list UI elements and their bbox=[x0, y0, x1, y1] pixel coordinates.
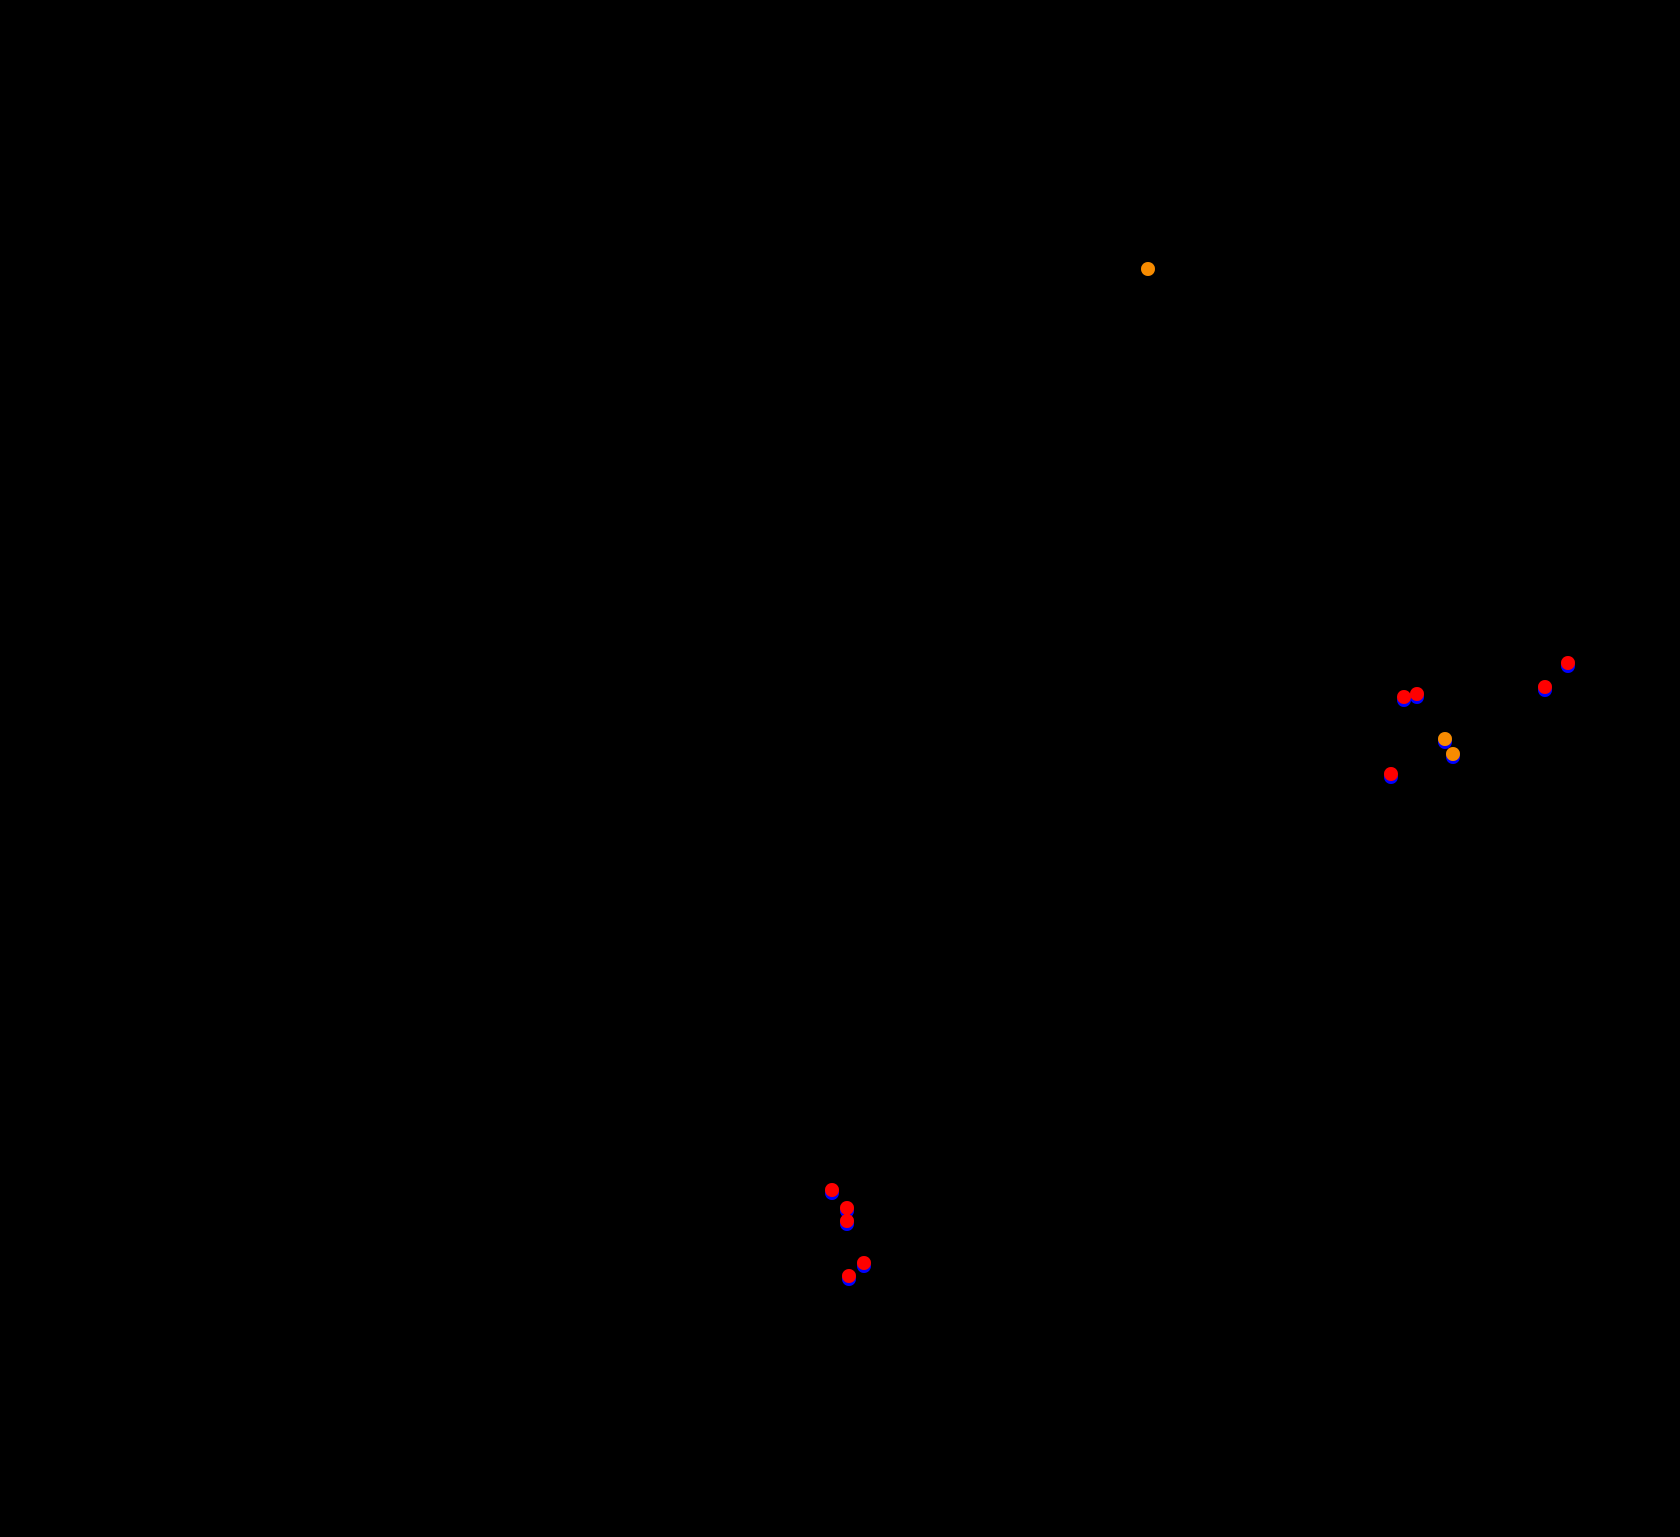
scatter-point bbox=[842, 1269, 856, 1283]
scatter-point bbox=[1538, 680, 1552, 694]
scatter-point bbox=[840, 1214, 854, 1228]
scatter-point bbox=[1141, 262, 1155, 276]
scatter-point bbox=[1561, 656, 1575, 670]
scatter-point bbox=[840, 1201, 854, 1215]
scatter-point bbox=[1410, 687, 1424, 701]
scatter-point bbox=[1446, 747, 1460, 761]
scatter-point bbox=[1384, 767, 1398, 781]
scatter-point bbox=[1397, 690, 1411, 704]
scatter-point bbox=[825, 1183, 839, 1197]
scatter-point bbox=[857, 1256, 871, 1270]
scatter-point bbox=[1438, 732, 1452, 746]
